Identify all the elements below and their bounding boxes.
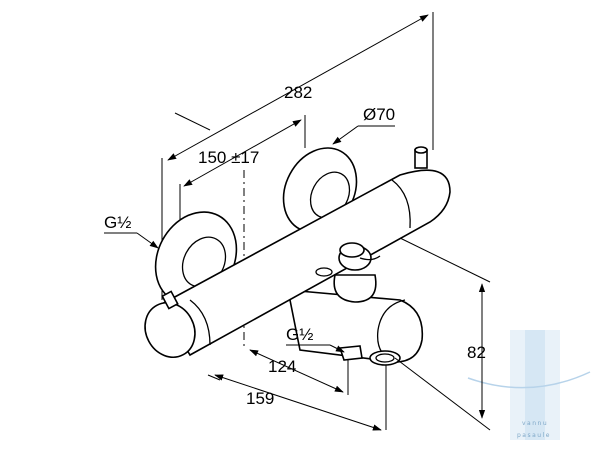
watermark-logo: vannu pasaule [467,330,591,440]
dimension-82: 82 [394,237,491,431]
dimension-282-label: 282 [284,83,312,102]
thread-left-callout: G½ [104,213,159,249]
spout-body [287,289,424,366]
dimension-124-label: 124 [268,357,296,376]
dimension-159: 159 [207,365,387,431]
dimension-diameter-label: Ø70 [363,105,395,124]
thread-left-label: G½ [104,213,131,232]
dimension-82-label: 82 [467,343,486,362]
dimension-diameter: Ø70 [332,105,395,145]
dimension-150-label: 150 ±17 [198,148,259,167]
watermark-line2: pasaule [517,432,551,439]
thread-outlet-label: G½ [286,325,313,344]
dimension-282: 282 [167,14,429,161]
dimension-159-label: 159 [246,389,274,408]
thermostat-body [144,146,451,358]
diverter-knob [315,242,381,303]
watermark-line1: vannu [522,420,548,427]
dimension-150: 150 ±17 [174,112,306,225]
